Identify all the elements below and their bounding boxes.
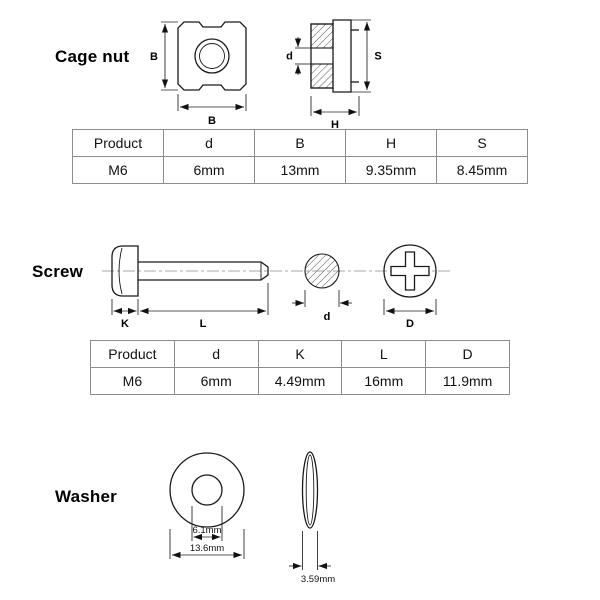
cell-l: 16mm	[341, 367, 427, 395]
washer-dim-thickness-lines	[289, 531, 331, 570]
screw-section-label: Screw	[32, 262, 84, 281]
screw-dim-D-label: D	[406, 318, 414, 330]
washer-dim-outer-lines	[169, 529, 245, 559]
screw-table-header-row: Product d K L D	[90, 340, 510, 368]
washer-side-view	[301, 451, 319, 529]
cage-nut-dim-h-lines	[310, 96, 360, 116]
cage-nut-dim-b-horizontal-label: B	[208, 115, 216, 127]
header-cell-l: L	[341, 340, 427, 368]
screw-table-data-row: M6 6mm 4.49mm 16mm 11.9mm	[90, 367, 510, 395]
washer-dim-thickness-label: 3.59mm	[301, 574, 335, 585]
cage-nut-front-outline	[177, 21, 247, 91]
cage-nut-dim-d-lines	[294, 37, 311, 75]
cage-nut-dim-h-label: H	[331, 119, 339, 131]
cell-h: 9.35mm	[345, 156, 437, 184]
screw-side-view	[111, 245, 269, 297]
cage-nut-table-header-row: Product d B H S	[72, 129, 528, 157]
header-cell-product: Product	[72, 129, 164, 157]
screw-head-top-view	[383, 244, 437, 298]
header-cell-product: Product	[90, 340, 175, 368]
header-cell-s: S	[436, 129, 528, 157]
washer-dim-outer-label: 13.6mm	[190, 543, 224, 554]
washer-dim-inner-label: 6.1mm	[192, 525, 221, 536]
cell-d: 6mm	[173, 367, 259, 395]
cage-nut-dim-b-vertical-label: B	[150, 51, 158, 63]
cage-nut-dim-s-lines	[351, 19, 371, 93]
cage-nut-dim-d-label: d	[286, 51, 293, 63]
header-cell-k: K	[257, 340, 343, 368]
cell-d: 6mm	[163, 156, 255, 184]
screw-dim-l-label: L	[200, 318, 207, 330]
header-cell-d: d	[163, 129, 255, 157]
cell-D: 11.9mm	[425, 367, 510, 395]
cage-nut-table-data-row: M6 6mm 13mm 9.35mm 8.45mm	[72, 156, 528, 184]
cage-nut-dim-b-horizontal-lines	[177, 94, 247, 111]
header-cell-b: B	[254, 129, 346, 157]
header-cell-D: D	[425, 340, 510, 368]
cage-nut-front-view: B B	[150, 21, 247, 127]
cage-nut-dim-b-vertical-lines	[161, 21, 178, 91]
cell-product: M6	[90, 367, 175, 395]
cell-s: 8.45mm	[436, 156, 528, 184]
header-cell-d: d	[173, 340, 259, 368]
screw-drawing: K L d D	[102, 244, 452, 330]
screw-dim-kl-lines	[111, 283, 269, 315]
cage-nut-dim-s-label: S	[374, 51, 381, 63]
screw-dim-d-label: d	[324, 311, 331, 323]
washer-section-label: Washer	[55, 487, 117, 506]
screw-dim-d-lines	[292, 290, 352, 307]
cell-k: 4.49mm	[257, 367, 343, 395]
screw-dim-k-label: K	[121, 318, 129, 330]
washer-front-view	[169, 452, 245, 528]
header-cell-h: H	[345, 129, 437, 157]
screw-shaft-end-view	[304, 253, 340, 289]
phillips-cross	[390, 251, 430, 291]
cage-nut-side-view: d S H	[286, 19, 382, 131]
cell-b: 13mm	[254, 156, 346, 184]
screw-dim-D-lines	[383, 299, 437, 315]
washer-drawing: 6.1mm 13.6mm 3.59mm	[169, 451, 335, 585]
cage-nut-section-label: Cage nut	[55, 47, 130, 66]
cage-nut-side-section	[310, 19, 359, 93]
screw-spec-table: Product d K L D M6 6mm 4.49mm 16mm 11.9m…	[90, 340, 510, 395]
washer-dim-inner-lines	[191, 506, 223, 541]
cell-product: M6	[72, 156, 164, 184]
cage-nut-spec-table: Product d B H S M6 6mm 13mm 9.35mm 8.45m…	[72, 129, 528, 184]
